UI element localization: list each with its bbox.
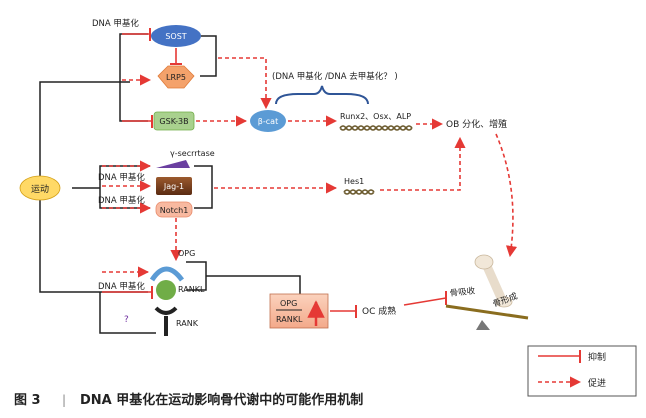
runx2-dna-wave: [339, 125, 413, 131]
bone-seesaw: [445, 254, 529, 330]
exercise-node: [19, 175, 61, 201]
notch1-node: [155, 201, 193, 218]
gamma-secretase-node: [156, 160, 190, 168]
ob-to-formation: [495, 133, 518, 258]
upper-branch: [119, 33, 148, 82]
jag1-label: Jag-1: [163, 182, 184, 191]
sost-label: SOST: [165, 32, 186, 41]
notch1-label: Notch1: [160, 206, 189, 215]
lrp5-node: [157, 65, 195, 89]
legend-promote-label: 促进: [588, 377, 606, 389]
hes1-dna-wave: [343, 189, 375, 195]
dna-methylation-top: DNA 甲基化: [92, 18, 139, 29]
jag1-node: [156, 177, 192, 195]
sost-lrp5-bracket: [200, 35, 217, 77]
dna-methylation-notch-2: DNA 甲基化: [98, 195, 145, 206]
opg-to-box: [206, 275, 301, 294]
opg-box-label: OPG: [280, 299, 297, 308]
rank-receptor: [154, 306, 178, 336]
dna-methylation-notch-1: DNA 甲基化: [98, 172, 145, 183]
legend-inhibit-label: 抑制: [588, 351, 606, 363]
opg-arc: [149, 266, 185, 282]
figure-number: 图 3: [14, 393, 41, 408]
bcat-node: [250, 110, 286, 132]
rankl-ball: [156, 280, 176, 300]
gsk3b-label: GSK-3B: [159, 117, 188, 126]
sost-node: [151, 25, 201, 47]
rank-label: RANK: [176, 319, 199, 328]
runx2-label: Runx2、Osx、ALP: [340, 112, 411, 121]
rankl-box-label: RANKL: [276, 315, 303, 324]
rank-branch: [99, 292, 156, 334]
lrp5-to-bcat: [218, 57, 272, 110]
hes1-to-ob: [380, 136, 466, 191]
legend-box: [527, 345, 637, 397]
dna-methylation-opg: DNA 甲基化: [98, 281, 145, 292]
gsk3b-node: [153, 111, 195, 131]
brace-note: (DNA 甲基化 /DNA 去甲基化？ ): [272, 71, 398, 82]
hes1-label: Hes1: [344, 177, 364, 186]
lrp5-label: LRP5: [166, 73, 186, 82]
opg-label: OPG: [178, 249, 195, 258]
gsk-branch: [119, 82, 148, 122]
oc-label: OC 成熟: [362, 305, 396, 317]
question-mark: ?: [124, 315, 129, 325]
caption-separator: |: [62, 393, 66, 407]
caption-text: DNA 甲基化在运动影响骨代谢中的可能作用机制: [80, 392, 363, 408]
inhibit-resorption: [403, 297, 447, 306]
notch-right-bracket: [194, 165, 213, 209]
brace: [275, 85, 369, 105]
exercise-label: 运动: [31, 184, 49, 195]
bone-resorption-label: 骨吸收: [449, 285, 476, 299]
ob-label: OB 分化、增殖: [446, 118, 507, 130]
bcat-label: β-cat: [258, 117, 278, 126]
gamma-secretase-label: γ-secrrtase: [170, 149, 215, 158]
